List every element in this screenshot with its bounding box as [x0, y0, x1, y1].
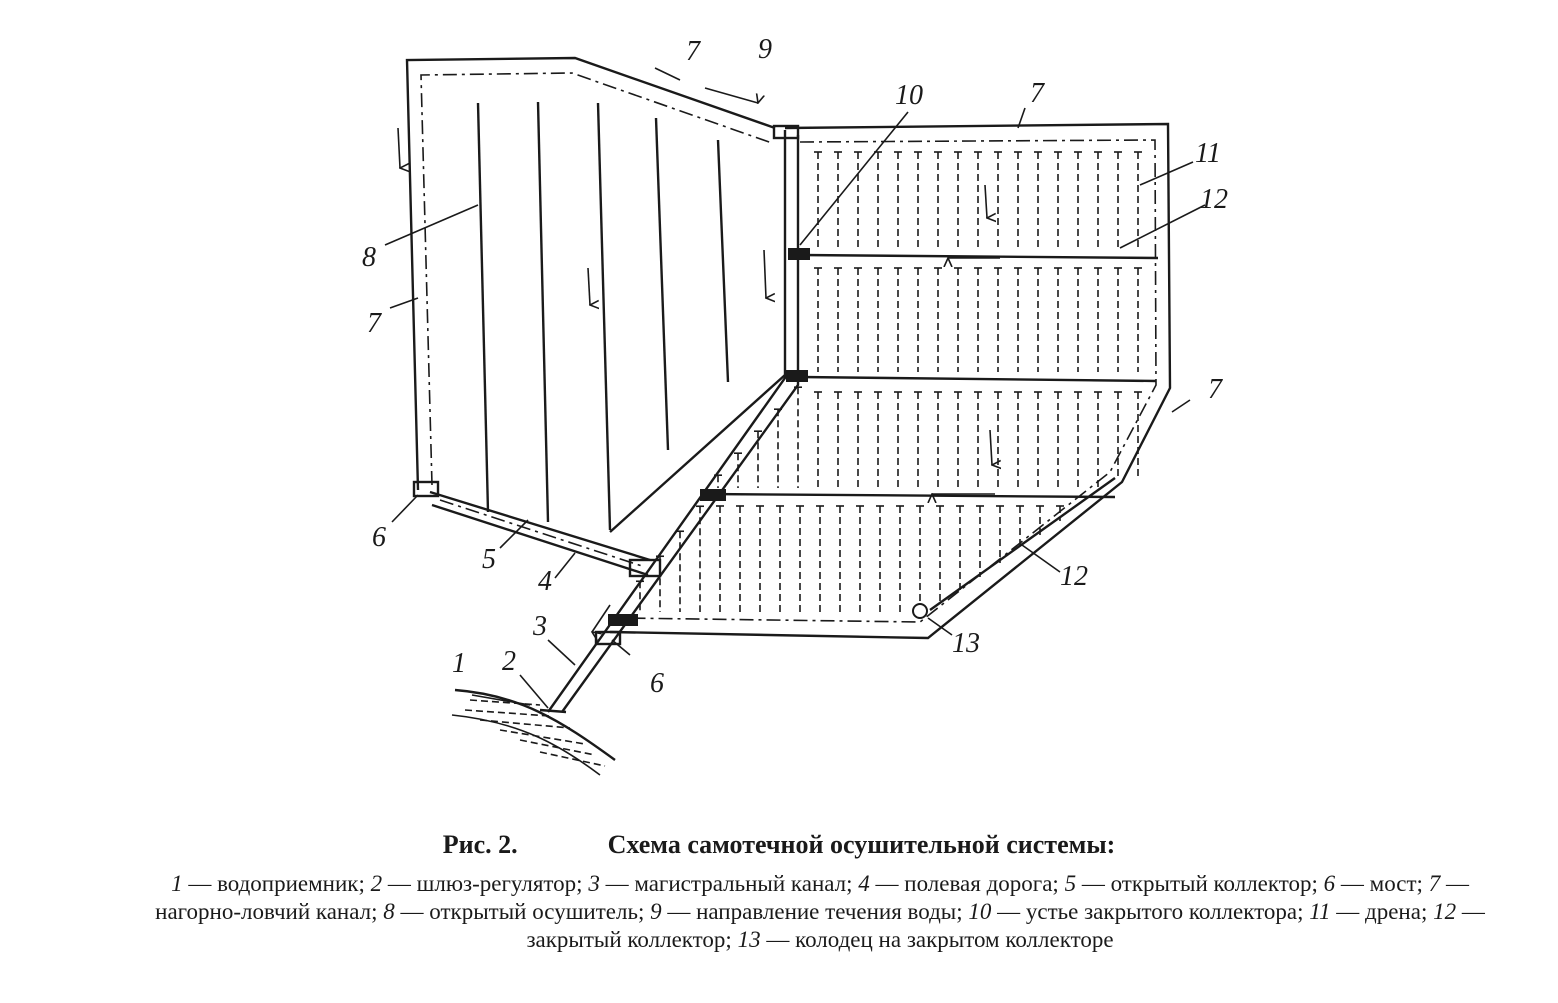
collector-well	[912, 603, 928, 619]
legend-item: 5 — открытый коллектор;	[1064, 871, 1318, 896]
callout-12-bottom: 12	[1060, 561, 1088, 592]
closed-collectors	[704, 253, 1159, 611]
callout-7-right: 7	[1208, 374, 1223, 405]
flow-arrow	[989, 429, 992, 465]
callout-6-bottom: 6	[650, 668, 664, 699]
callout-9: 9	[758, 34, 772, 65]
callout-7-top: 7	[686, 36, 701, 67]
flow-arrow	[587, 267, 590, 305]
callout-12-top: 12	[1200, 184, 1228, 215]
main-canal	[539, 130, 800, 714]
flow-arrow	[763, 249, 766, 298]
leader-lines	[384, 67, 1206, 709]
water-receiver	[451, 688, 616, 776]
figure-label: Рис. 2.	[442, 830, 518, 859]
legend-item: 13 — колодец на закрытом коллекторе	[737, 927, 1114, 952]
callout-11: 11	[1195, 138, 1221, 169]
figure-caption: Рис. 2. Схема самотечной осушительной сис…	[0, 830, 1558, 860]
callout-labels: 1 2 3 4 5 6 6 7 7 7 7 8 9 10 11 12 12 13	[362, 34, 1228, 699]
figure-title: Схема самотечной осушительной системы:	[607, 830, 1116, 859]
legend-item: 8 — открытый осушитель;	[383, 899, 645, 924]
left-field-diagonal-edge	[609, 374, 786, 533]
drainage-scheme-diagram: 1 2 3 4 5 6 6 7 7 7 7 8 9 10 11 12 12 13	[362, 34, 1228, 776]
drains	[636, 151, 1142, 612]
callout-3: 3	[532, 611, 547, 642]
legend-item: 3 — магистральный канал;	[588, 871, 853, 896]
bridges	[412, 124, 800, 646]
callout-13: 13	[952, 628, 980, 659]
callout-7-left: 7	[367, 308, 382, 339]
callout-1: 1	[452, 648, 466, 679]
legend-item: 2 — шлюз-регулятор;	[370, 871, 583, 896]
upland-interceptor-canal-right	[609, 122, 1172, 640]
legend-item: 9 — направление течения воды;	[650, 899, 963, 924]
open-collector-channel	[429, 490, 651, 577]
flow-arrow	[397, 127, 400, 168]
legend-item: 10 — устье закрытого коллектора;	[968, 899, 1304, 924]
callout-7-top-right: 7	[1030, 78, 1045, 109]
legend-item: 4 — полевая дорога;	[858, 871, 1059, 896]
legend-item: 11 — дрена;	[1309, 899, 1428, 924]
open-drains	[476, 101, 730, 531]
legend-item: 7 — нагорно-ловчий канал;	[155, 871, 1469, 924]
legend-item: 1 — водоприемник;	[171, 871, 365, 896]
flow-arrow	[592, 604, 611, 632]
collector-mouths	[608, 248, 810, 626]
flow-direction-arrow	[704, 87, 758, 103]
figure-legend: 1 — водоприемник; 2 — шлюз-регулятор; 3 …	[130, 870, 1510, 954]
legend-item: 6 — мост;	[1323, 871, 1423, 896]
flow-arrow	[984, 184, 987, 218]
callout-10: 10	[895, 80, 923, 111]
callout-4: 4	[538, 566, 552, 597]
left-field	[397, 56, 786, 577]
callout-5: 5	[482, 544, 496, 575]
callout-2: 2	[502, 646, 516, 677]
road-left-boundary	[420, 72, 773, 486]
right-field	[608, 122, 1172, 640]
upland-interceptor-canal-left	[405, 56, 776, 491]
callout-8: 8	[362, 242, 376, 273]
legend-item: 12 — закрытый коллектор;	[526, 899, 1485, 952]
callout-6-left: 6	[372, 522, 386, 553]
